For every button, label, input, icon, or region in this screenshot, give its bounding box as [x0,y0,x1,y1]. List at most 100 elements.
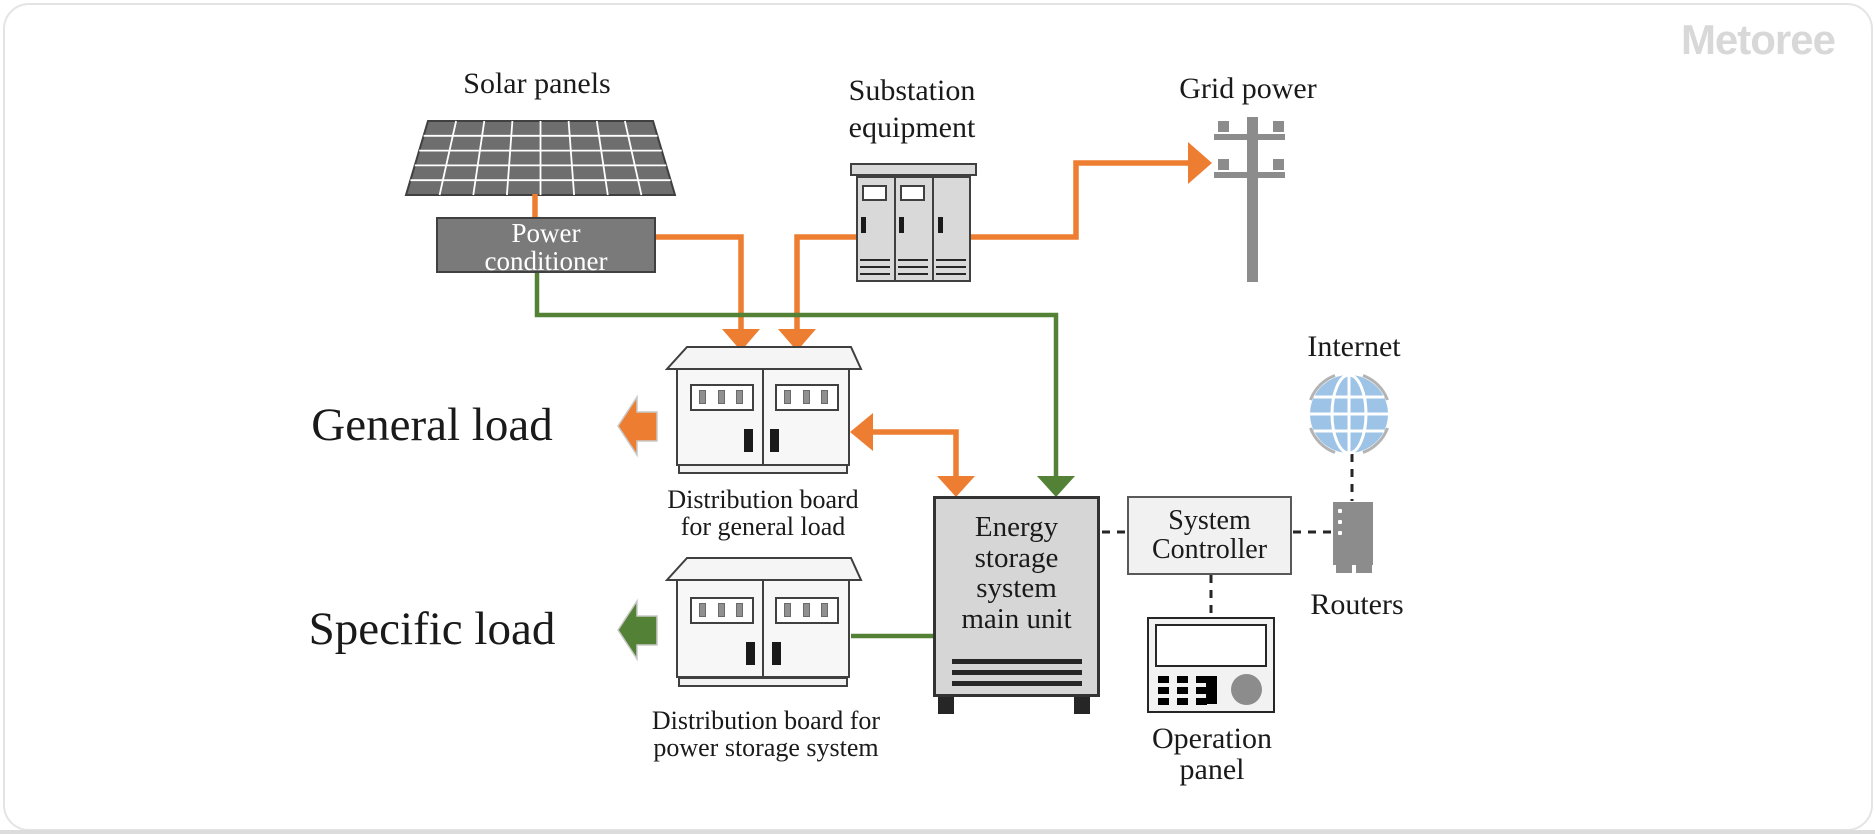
orange-arrowheads [722,142,1212,497]
substation-handle [861,217,866,233]
board-handle [772,642,781,665]
substation-label: Substation equipment [762,72,1062,146]
substation-handle [938,217,943,233]
breaker-bar [784,390,791,404]
router-led [1338,520,1342,524]
dashed-comm-lines [1102,454,1354,616]
substation-label-line2: equipment [848,111,976,144]
keypad-bar [1206,676,1217,704]
board-general-caption: Distribution board for general load [613,486,913,540]
ess-vent [952,659,1082,664]
energy-storage-unit-box: Energy storage system main unit [933,496,1100,697]
operation-panel-display [1155,624,1267,667]
ess-vent [952,670,1082,675]
substation-vent [860,273,890,275]
breaker-bar [718,390,725,404]
substation-vent [936,273,966,275]
ess-vent [952,681,1082,686]
ess-label-line1: Energy [974,511,1059,543]
power-conditioner-box: Power conditioner [436,217,656,276]
pole-mast [1247,117,1258,282]
system-controller-label-line1: System [1168,505,1251,536]
grid-power-label: Grid power [1179,72,1317,105]
keypad-key [1158,687,1169,694]
internet-globe-icon [1309,373,1389,455]
specific-load-arrow-icon [617,598,658,662]
solar-panel-icon [404,120,677,196]
green-arrowhead [1037,476,1075,497]
board-general-caption-line2: for general load [680,512,846,541]
breaker-bar [821,603,828,617]
substation-window [900,185,925,201]
power-conditioner-label-line2: conditioner [484,246,608,276]
router-foot [1336,565,1352,573]
general-load-arrow-icon [617,394,658,458]
board-handle [746,642,755,665]
substation-handle [899,217,904,233]
green-power-lines [534,272,1059,639]
ess-foot [938,697,954,714]
keypad-key [1177,698,1188,705]
pole-insulator [1273,159,1284,170]
keypad-key [1158,698,1169,705]
substation-label-line1: Substation [848,74,976,107]
keypad-key [1177,676,1188,683]
breaker-bar [803,603,810,617]
system-controller-label-line2: Controller [1151,534,1268,565]
routers-label: Routers [1310,588,1404,621]
board-storage-roof [664,557,863,581]
substation-vent [860,266,890,268]
substation-vent [936,259,966,261]
power-conditioner-label-line1: Power [511,218,581,248]
substation-divider [932,176,934,282]
breaker-bar [699,603,706,617]
board-divider [762,368,764,466]
board-handle [770,429,779,452]
breaker-bar [718,603,725,617]
board-base [678,677,848,687]
ess-label-line2: storage [974,541,1059,574]
substation-vent [898,266,928,268]
specific-load-label: Specific load [308,603,556,655]
breaker-bar [803,390,810,404]
solar-panels-label: Solar panels [463,67,611,100]
keypad-key [1177,687,1188,694]
router-led [1338,509,1342,513]
pole-crossarm [1214,134,1285,140]
ess-label-line4: main unit [961,602,1072,635]
internet-label: Internet [1307,330,1401,363]
orange-power-lines [532,160,1190,477]
board-base [678,464,848,474]
substation-vent [936,266,966,268]
ess-foot [1074,697,1090,714]
keypad-key [1196,687,1207,694]
breaker-bar [736,390,743,404]
bottom-edge-strip [0,830,1875,834]
operation-panel-caption-line1: Operation [1152,722,1272,755]
substation-cap [850,163,977,176]
board-storage-caption-line2: power storage system [653,733,879,762]
board-handle [744,429,753,452]
operation-panel-caption-line2: panel [1179,753,1245,786]
pole-crossarm [1214,172,1285,178]
operation-panel-caption: Operation panel [1062,723,1362,785]
operation-panel-knob [1231,674,1262,705]
substation-window [862,185,887,201]
ess-label-line3: system [976,572,1057,604]
board-general-roof [664,346,863,370]
substation-vent [898,273,928,275]
board-divider [762,579,764,678]
router-led [1338,531,1342,535]
metoree-watermark: Metoree [1680,16,1836,63]
keypad-key [1196,698,1207,705]
breaker-bar [736,603,743,617]
pole-insulator [1218,121,1229,132]
board-storage-caption-line1: Distribution board for [651,706,881,735]
pole-insulator [1273,121,1284,132]
breaker-bar [699,390,706,404]
breaker-bar [784,603,791,617]
substation-divider [894,176,896,282]
substation-vent [860,259,890,261]
